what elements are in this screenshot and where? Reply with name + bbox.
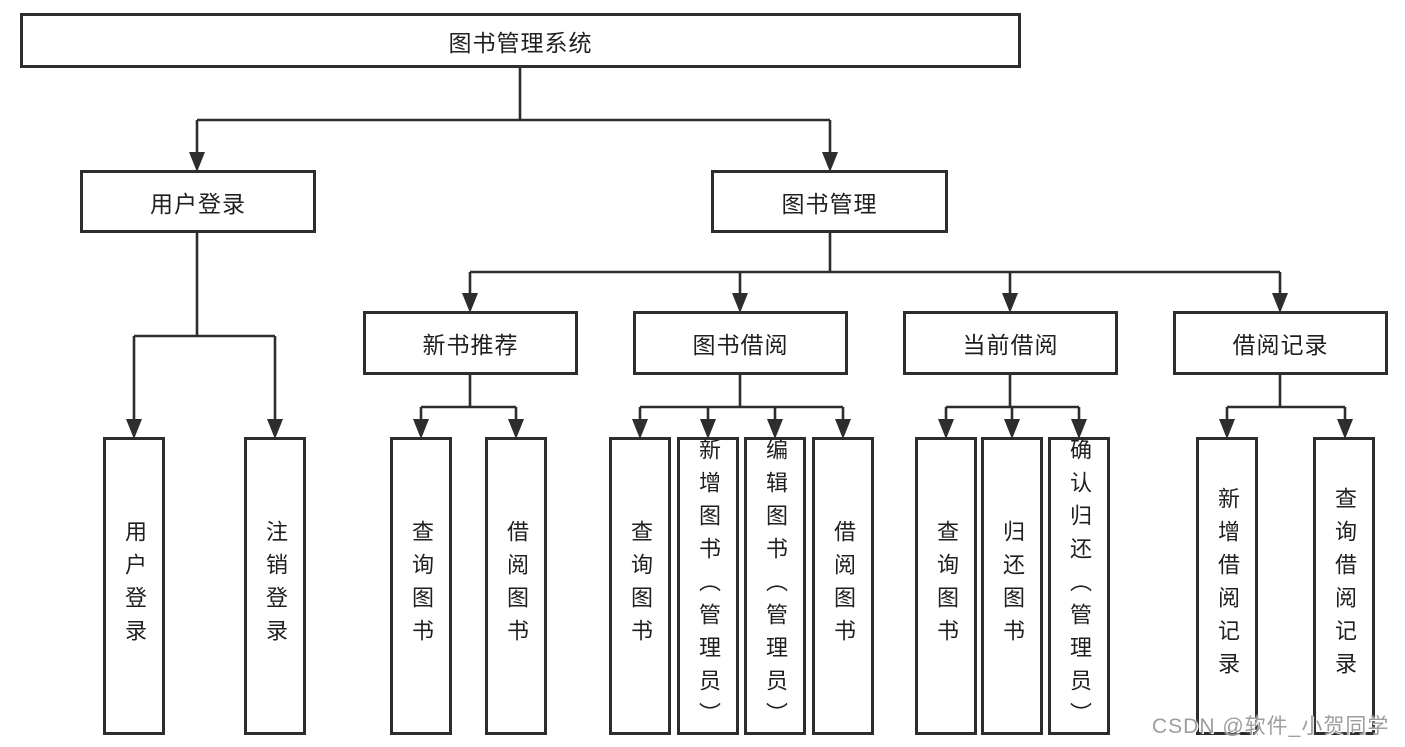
node-label: 用户登录 [150, 190, 246, 217]
node-label: 查询图书 [628, 520, 653, 652]
leaf-query-books: 查询图书 [390, 437, 452, 735]
node-label: 图书管理系统 [448, 29, 593, 56]
leaf-query-books: 查询图书 [915, 437, 977, 735]
leaf-add-borrow-record: 新增借阅记录 [1196, 437, 1258, 735]
leaf-user-login: 用户登录 [103, 437, 165, 735]
node-label: 编辑图书（管理员） [763, 437, 788, 735]
arrowheads [126, 152, 1353, 439]
leaf-borrow-books: 借阅图书 [485, 437, 547, 735]
leaf-borrow-books: 借阅图书 [812, 437, 874, 735]
node-library-management-system: 图书管理系统 [20, 13, 1021, 68]
node-label: 注销登录 [263, 520, 288, 652]
node-label: 查询借阅记录 [1332, 487, 1357, 685]
node-label: 归还图书 [1000, 520, 1025, 652]
node-current-borrowing: 当前借阅 [903, 311, 1118, 375]
node-label: 借阅图书 [504, 520, 529, 652]
node-label: 当前借阅 [962, 332, 1059, 358]
leaf-query-borrow-record: 查询借阅记录 [1313, 437, 1375, 735]
leaf-add-books-admin: 新增图书（管理员） [677, 437, 739, 735]
leaf-query-books: 查询图书 [609, 437, 671, 735]
node-book-management-module: 图书管理 [711, 170, 948, 233]
node-label: 确认归还（管理员） [1067, 437, 1092, 735]
leaf-confirm-return-admin: 确认归还（管理员） [1048, 437, 1110, 735]
node-label: 新增图书（管理员） [696, 437, 721, 735]
node-book-borrowing: 图书借阅 [633, 311, 848, 375]
node-label: 新书推荐 [422, 332, 519, 358]
csdn-watermark: CSDN @软件_小贺同学 [1152, 715, 1390, 738]
node-label: 新增借阅记录 [1215, 487, 1240, 685]
node-label: 查询图书 [409, 520, 434, 652]
node-label: 图书管理 [781, 190, 878, 217]
node-user-login-module: 用户登录 [80, 170, 316, 233]
leaf-edit-books-admin: 编辑图书（管理员） [744, 437, 806, 735]
node-borrowing-records: 借阅记录 [1173, 311, 1388, 375]
node-label: 借阅图书 [831, 520, 856, 652]
leaf-return-books: 归还图书 [981, 437, 1043, 735]
node-label: 借阅记录 [1232, 332, 1329, 358]
leaf-logout: 注销登录 [244, 437, 306, 735]
node-label: 用户登录 [122, 520, 147, 652]
node-label: 查询图书 [934, 520, 959, 652]
node-new-book-recommendation: 新书推荐 [363, 311, 578, 375]
node-label: 图书借阅 [692, 332, 789, 358]
